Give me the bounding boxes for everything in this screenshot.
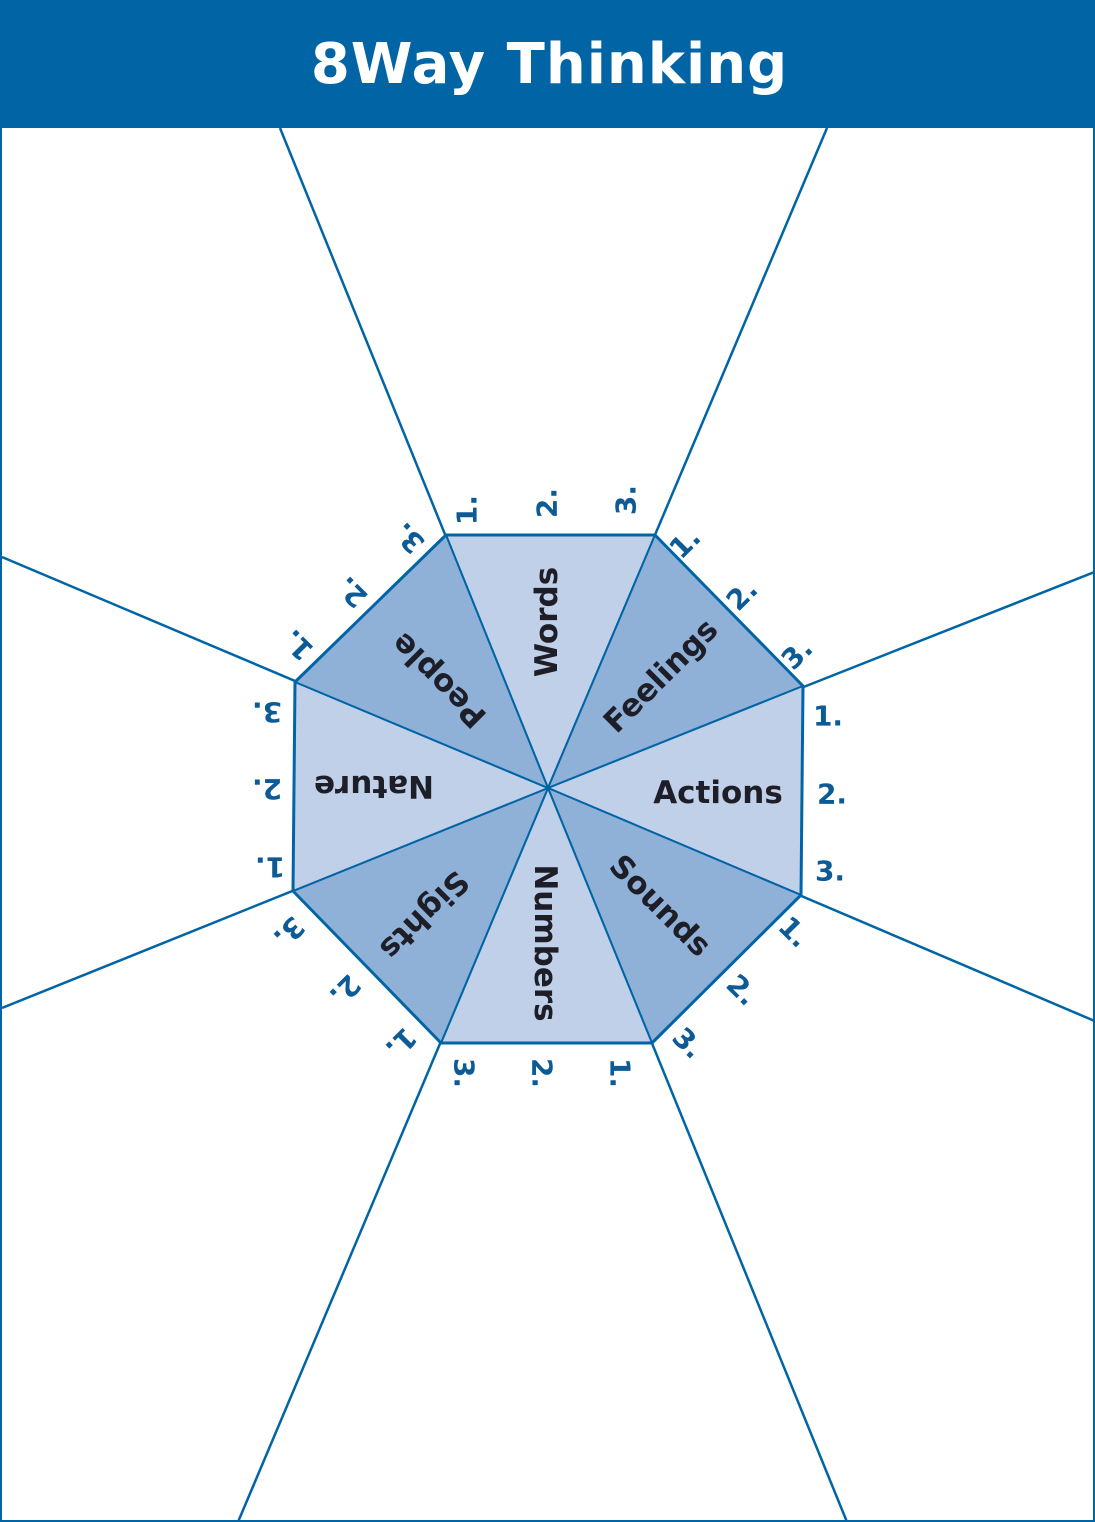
segment-label-actions: Actions bbox=[653, 775, 783, 811]
number-people-2: 2. bbox=[330, 570, 375, 615]
octagon-border bbox=[291, 533, 805, 1045]
number-actions-2: 2. bbox=[817, 778, 847, 811]
number-words-2: 2. bbox=[531, 488, 564, 518]
number-words-3: 3. bbox=[610, 485, 643, 515]
number-sights-2: 2. bbox=[323, 968, 368, 1013]
number-numbers-1: 1. bbox=[604, 1058, 637, 1088]
segment-label-numbers: Numbers bbox=[527, 864, 563, 1021]
number-nature-3: 3. bbox=[252, 696, 282, 729]
number-actions-1: 1. bbox=[813, 700, 843, 733]
header-bar: 8Way Thinking bbox=[2, 0, 1095, 128]
octagon-outline bbox=[291, 533, 805, 1045]
number-sounds-2: 2. bbox=[720, 968, 765, 1013]
number-actions-3: 3. bbox=[815, 855, 845, 888]
segment-label-words: Words bbox=[529, 567, 565, 677]
number-words-1: 1. bbox=[451, 495, 484, 525]
number-numbers-3: 3. bbox=[448, 1058, 481, 1088]
number-sounds-3: 3. bbox=[666, 1021, 711, 1066]
page-title: 8Way Thinking bbox=[310, 31, 789, 97]
number-people-3: 3. bbox=[387, 516, 432, 561]
number-sights-1: 1. bbox=[379, 1021, 424, 1066]
number-people-1: 1. bbox=[276, 623, 321, 668]
number-sights-3: 3. bbox=[267, 910, 312, 955]
number-nature-2: 2. bbox=[252, 773, 282, 806]
segment-label-nature: Nature bbox=[314, 768, 434, 804]
number-numbers-2: 2. bbox=[526, 1058, 559, 1088]
number-nature-1: 1. bbox=[255, 851, 285, 884]
